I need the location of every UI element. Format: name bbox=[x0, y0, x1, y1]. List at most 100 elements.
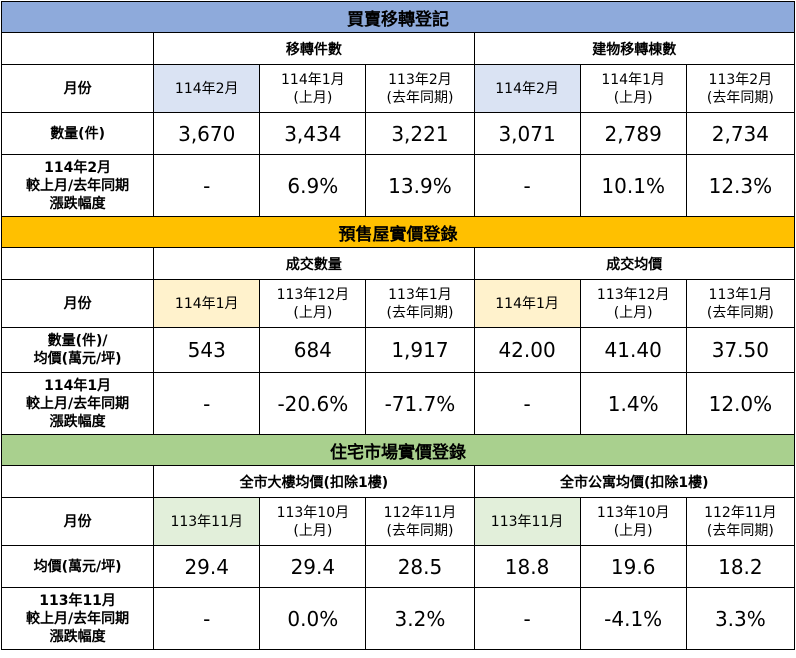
month-year-ago: 113年1月(去年同期) bbox=[365, 279, 475, 328]
row-label-month: 月份 bbox=[0, 64, 155, 113]
change-label-line: 114年1月 bbox=[44, 377, 112, 394]
month-year-ago: 113年2月(去年同期) bbox=[365, 64, 475, 113]
row-label-quantity-price: 數量(件)/ 均價(萬元/坪) bbox=[0, 327, 155, 373]
value-cell: 3,670 bbox=[153, 112, 261, 155]
month-text: 112年11月 bbox=[383, 504, 457, 521]
value-cell: 543 bbox=[153, 327, 261, 373]
month-text: 113年10月 bbox=[596, 504, 670, 521]
blank-cell bbox=[0, 247, 155, 280]
month-prev: 113年12月(上月) bbox=[259, 279, 367, 328]
value-cell: 3,071 bbox=[473, 112, 581, 155]
month-note: (上月) bbox=[293, 522, 333, 539]
change-cell: - bbox=[473, 587, 581, 650]
change-label-line: 漲跌幅度 bbox=[49, 195, 106, 212]
value-cell: 29.4 bbox=[153, 545, 261, 588]
row-label-avg-price: 均價(萬元/坪) bbox=[0, 545, 155, 588]
change-cell: 12.3% bbox=[685, 154, 796, 217]
change-cell: 10.1% bbox=[579, 154, 687, 217]
blank-cell bbox=[0, 32, 155, 65]
change-cell: -20.6% bbox=[259, 372, 367, 435]
change-cell: - bbox=[153, 587, 261, 650]
change-cell: - bbox=[473, 154, 581, 217]
value-cell: 42.00 bbox=[473, 327, 581, 373]
month-note: (上月) bbox=[613, 304, 653, 321]
value-cell: 1,917 bbox=[365, 327, 475, 373]
value-cell: 18.8 bbox=[473, 545, 581, 588]
value-cell: 18.2 bbox=[685, 545, 796, 588]
change-cell: -4.1% bbox=[579, 587, 687, 650]
section-title-presale: 預售屋實價登錄 bbox=[1, 216, 795, 248]
month-note: (上月) bbox=[293, 304, 333, 321]
change-cell: 6.9% bbox=[259, 154, 367, 217]
month-text: 113年2月 bbox=[388, 71, 452, 88]
month-note: (去年同期) bbox=[706, 304, 774, 321]
month-text: 114年1月 bbox=[601, 71, 665, 88]
month-text: 113年2月 bbox=[708, 71, 773, 88]
change-label-line: 較上月/去年同期 bbox=[26, 395, 130, 412]
value-cell: 3,221 bbox=[365, 112, 475, 155]
change-label-line: 113年11月 bbox=[39, 592, 116, 609]
value-cell: 28.5 bbox=[365, 545, 475, 588]
month-note: (去年同期) bbox=[386, 304, 454, 321]
month-current: 114年1月 bbox=[473, 279, 581, 328]
blank-cell bbox=[0, 465, 155, 498]
month-current: 114年2月 bbox=[153, 64, 261, 113]
month-prev: 113年10月(上月) bbox=[259, 497, 367, 546]
value-cell: 19.6 bbox=[579, 545, 687, 588]
section-title-transfer-registration: 買賣移轉登記 bbox=[1, 1, 795, 33]
row-label-change: 114年2月較上月/去年同期漲跌幅度 bbox=[0, 154, 155, 217]
value-label-line: 均價(萬元/坪) bbox=[33, 351, 122, 367]
month-year-ago: 112年11月(去年同期) bbox=[685, 497, 796, 546]
month-current: 114年1月 bbox=[153, 279, 261, 328]
value-cell: 2,734 bbox=[685, 112, 796, 155]
month-text: 112年11月 bbox=[704, 504, 777, 521]
group-header-building-avg: 全市大樓均價(扣除1樓) bbox=[153, 465, 475, 498]
change-label-line: 114年2月 bbox=[44, 159, 112, 176]
month-current: 113年11月 bbox=[473, 497, 581, 546]
change-cell: - bbox=[153, 154, 261, 217]
month-note: (上月) bbox=[293, 89, 333, 106]
month-prev: 113年12月(上月) bbox=[579, 279, 687, 328]
value-cell: 3,434 bbox=[259, 112, 367, 155]
value-cell: 684 bbox=[259, 327, 367, 373]
month-text: 113年1月 bbox=[708, 286, 773, 303]
month-current: 114年2月 bbox=[473, 64, 581, 113]
month-note: (去年同期) bbox=[386, 522, 454, 539]
month-note: (去年同期) bbox=[386, 89, 454, 106]
month-note: (上月) bbox=[613, 89, 653, 106]
section-title-housing-market: 住宅市場實價登錄 bbox=[1, 434, 795, 466]
month-year-ago: 112年11月(去年同期) bbox=[365, 497, 475, 546]
month-text: 113年12月 bbox=[276, 286, 350, 303]
change-cell: 0.0% bbox=[259, 587, 367, 650]
change-cell: -71.7% bbox=[365, 372, 475, 435]
row-label-month: 月份 bbox=[0, 497, 155, 546]
change-cell: 3.2% bbox=[365, 587, 475, 650]
value-cell: 41.40 bbox=[579, 327, 687, 373]
row-label-change: 114年1月較上月/去年同期漲跌幅度 bbox=[0, 372, 155, 435]
group-header-deal-avg-price: 成交均價 bbox=[473, 247, 796, 280]
change-label-line: 較上月/去年同期 bbox=[26, 177, 130, 194]
month-text: 113年1月 bbox=[388, 286, 452, 303]
value-label-line: 數量(件)/ bbox=[47, 333, 108, 349]
change-cell: 3.3% bbox=[685, 587, 796, 650]
row-label-change: 113年11月較上月/去年同期漲跌幅度 bbox=[0, 587, 155, 650]
row-label-quantity: 數量(件) bbox=[0, 112, 155, 155]
value-cell: 2,789 bbox=[579, 112, 687, 155]
month-prev: 114年1月(上月) bbox=[579, 64, 687, 113]
change-label-line: 較上月/去年同期 bbox=[26, 610, 130, 627]
change-label-line: 漲跌幅度 bbox=[49, 413, 106, 430]
group-header-apartment-avg: 全市公寓均價(扣除1樓) bbox=[473, 465, 796, 498]
month-prev: 114年1月(上月) bbox=[259, 64, 367, 113]
month-current: 113年11月 bbox=[153, 497, 261, 546]
change-cell: - bbox=[473, 372, 581, 435]
row-label-month: 月份 bbox=[0, 279, 155, 328]
change-cell: - bbox=[153, 372, 261, 435]
group-header-building-count: 建物移轉棟數 bbox=[473, 32, 796, 65]
month-prev: 113年10月(上月) bbox=[579, 497, 687, 546]
month-note: (上月) bbox=[613, 522, 653, 539]
change-cell: 1.4% bbox=[579, 372, 687, 435]
month-year-ago: 113年1月(去年同期) bbox=[685, 279, 796, 328]
month-text: 113年10月 bbox=[276, 504, 350, 521]
month-text: 113年12月 bbox=[596, 286, 670, 303]
